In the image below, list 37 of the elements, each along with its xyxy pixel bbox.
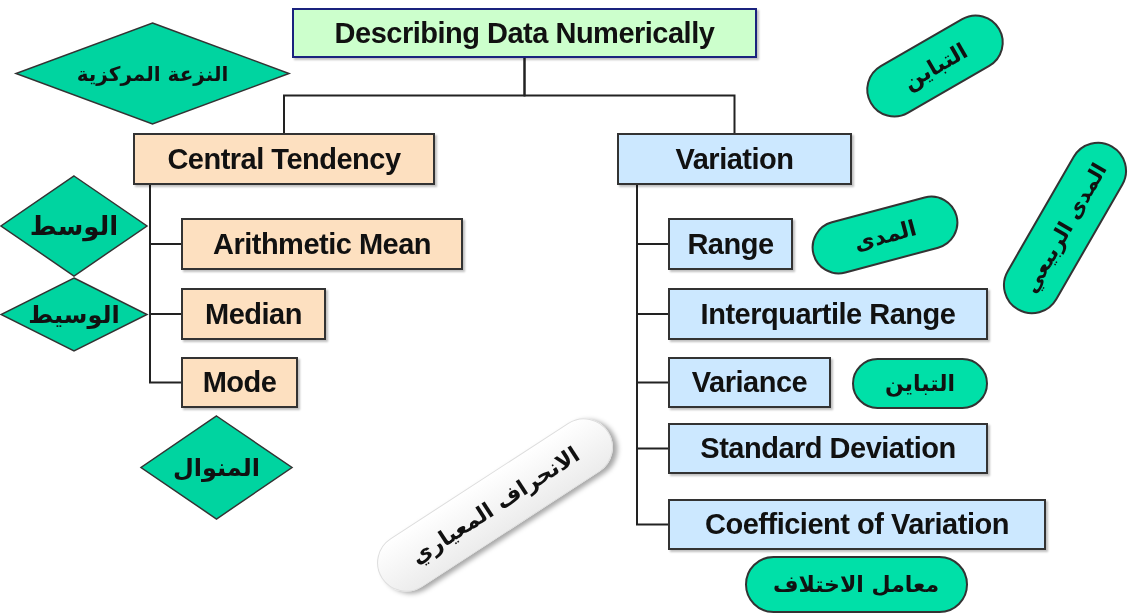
category-box	[668, 357, 831, 408]
arabic-label: المدى الربيعي	[1018, 158, 1112, 298]
arabic-label: النزعة المركزية	[76, 61, 229, 86]
box-label: Variation	[675, 142, 794, 176]
category-box	[668, 423, 988, 474]
connector-line	[636, 184, 669, 526]
box-label: Range	[687, 227, 774, 261]
box-label: Variance	[691, 366, 808, 399]
connector-line	[523, 57, 736, 134]
arabic-label: الوسيط	[28, 300, 120, 329]
arabic-label: الانحراف المعياري	[406, 441, 584, 569]
box-label: Arithmetic Mean	[212, 227, 432, 261]
arabic-label: التباين	[884, 370, 956, 396]
category-box	[181, 357, 298, 408]
box-label: Mode	[202, 366, 277, 399]
box-label: Coefficient of Variation	[705, 508, 1009, 541]
box-label: Central Tendency	[167, 142, 401, 176]
arabic-label: الوسط	[29, 211, 119, 241]
box-label: Describing Data Numerically	[334, 16, 715, 50]
arabic-label: المنوال	[172, 453, 261, 482]
category-box	[668, 288, 988, 340]
category-box	[133, 133, 435, 185]
rounded-label-shape	[744, 555, 968, 613]
connector-line	[149, 184, 182, 384]
category-box	[292, 8, 757, 58]
category-box	[181, 288, 326, 340]
category-box	[617, 133, 852, 185]
category-box	[668, 499, 1046, 550]
category-box	[181, 218, 463, 270]
box-label: Standard Deviation	[700, 432, 956, 465]
arabic-label: معامل الاختلاف	[772, 571, 940, 597]
box-label: Median	[205, 297, 302, 331]
arabic-label: المدى	[851, 214, 919, 256]
rounded-label-shape	[852, 357, 988, 409]
category-box	[668, 218, 793, 270]
box-label: Interquartile Range	[700, 297, 956, 331]
arabic-label: التباين	[898, 37, 972, 95]
